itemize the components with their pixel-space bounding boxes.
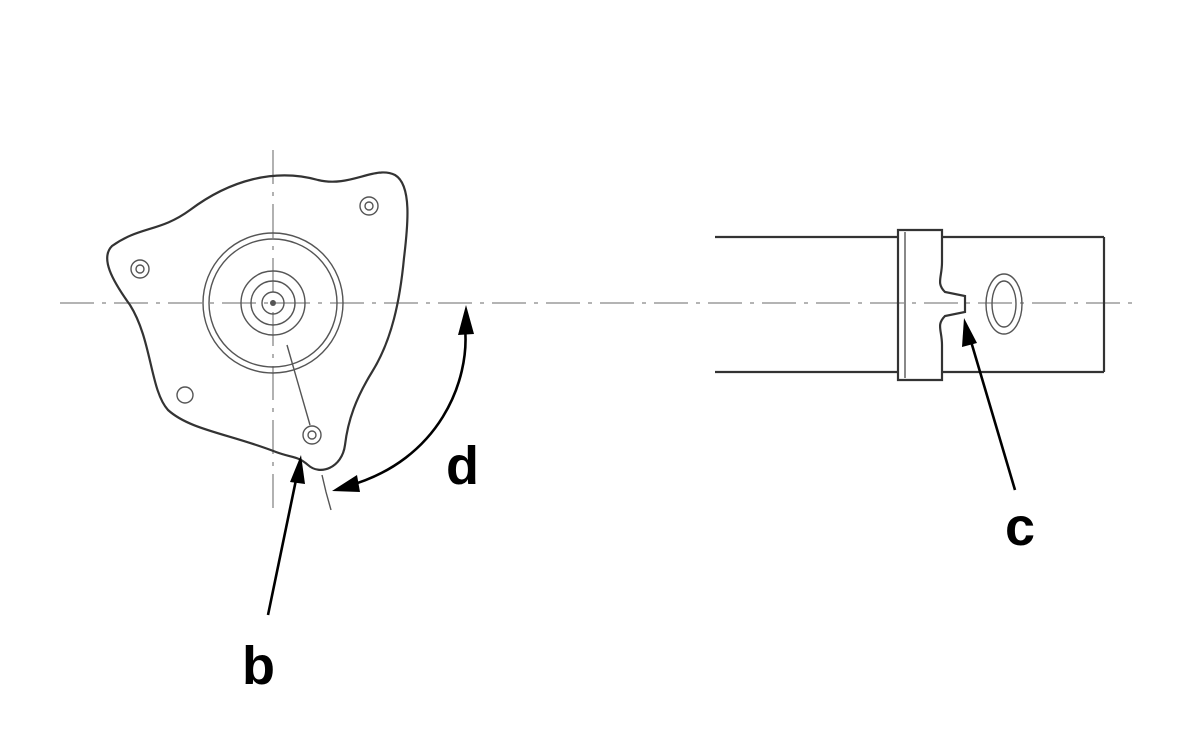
shaft-side-view (715, 228, 1106, 382)
mounting-hole-2 (359, 196, 379, 216)
collar (896, 228, 967, 382)
leader-b-line (266, 474, 299, 616)
label-b: b (242, 636, 275, 696)
bore-center-dot (270, 300, 276, 306)
oval-slot-outer (985, 273, 1023, 335)
angle-arc (347, 327, 467, 488)
bore-ring-outer (202, 232, 344, 374)
flange-outline (106, 171, 409, 471)
leader-b (266, 455, 305, 616)
mounting-hole-1 (130, 259, 150, 279)
bore-ring-inner (250, 280, 296, 326)
angle-indicator-d (332, 305, 474, 492)
leader-c-arrowhead (962, 318, 977, 347)
label-c: c (1005, 497, 1035, 557)
leader-c (962, 318, 1017, 491)
bore-ring-middle (240, 270, 306, 336)
flange-end-view (106, 171, 409, 511)
reference-tick (321, 474, 332, 511)
leader-c-line (968, 337, 1017, 491)
reference-line (286, 344, 311, 426)
label-d: d (446, 436, 479, 496)
leader-b-arrowhead (290, 455, 305, 484)
mounting-hole-4-inner (307, 430, 317, 440)
mounting-hole-3 (176, 386, 194, 404)
bore-ring-core (261, 291, 285, 315)
angle-arrowhead-bottom (332, 475, 360, 492)
oval-slot-inner (991, 280, 1017, 328)
mounting-hole-4 (302, 425, 322, 445)
bore-ring-outer-2 (208, 238, 338, 368)
mounting-hole-1-inner (135, 264, 145, 274)
mounting-hole-2-inner (364, 201, 374, 211)
angle-arrowhead-top (458, 305, 474, 335)
